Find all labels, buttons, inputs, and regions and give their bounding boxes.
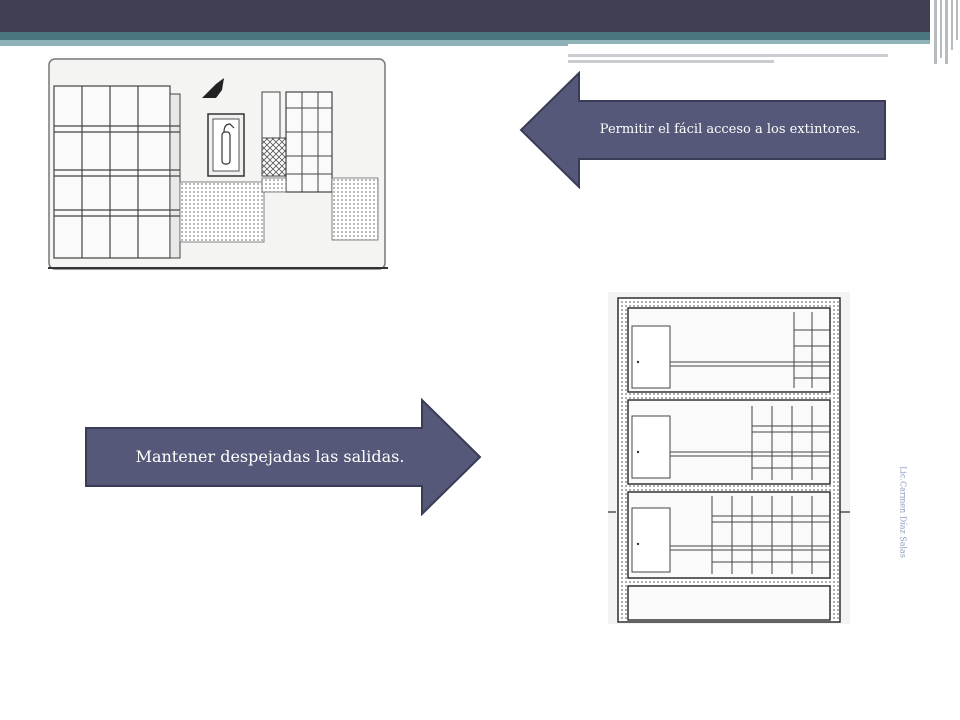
arrow-text-extinguisher-access: Permitir el fácil acceso a los extintore…: [599, 122, 861, 137]
header-rule: [568, 54, 888, 57]
extinguisher-access-illustration: [48, 58, 388, 270]
arrow-text-clear-exits: Mantener despejadas las salidas.: [135, 447, 405, 466]
exit-floor-plan-illustration: [608, 292, 850, 624]
right-arrow-shape: [85, 398, 482, 516]
header-rule-short: [568, 60, 774, 63]
header-accent-bar: [0, 32, 930, 40]
header-corner-decoration: [930, 0, 960, 64]
author-footer: Lic.Carmen Díaz Salas: [898, 466, 908, 558]
title-bar: [0, 0, 930, 32]
header-accent-bar-light-right: [568, 40, 930, 44]
header-accent-bar-light: [0, 40, 568, 46]
left-arrow-shape: [519, 71, 886, 189]
